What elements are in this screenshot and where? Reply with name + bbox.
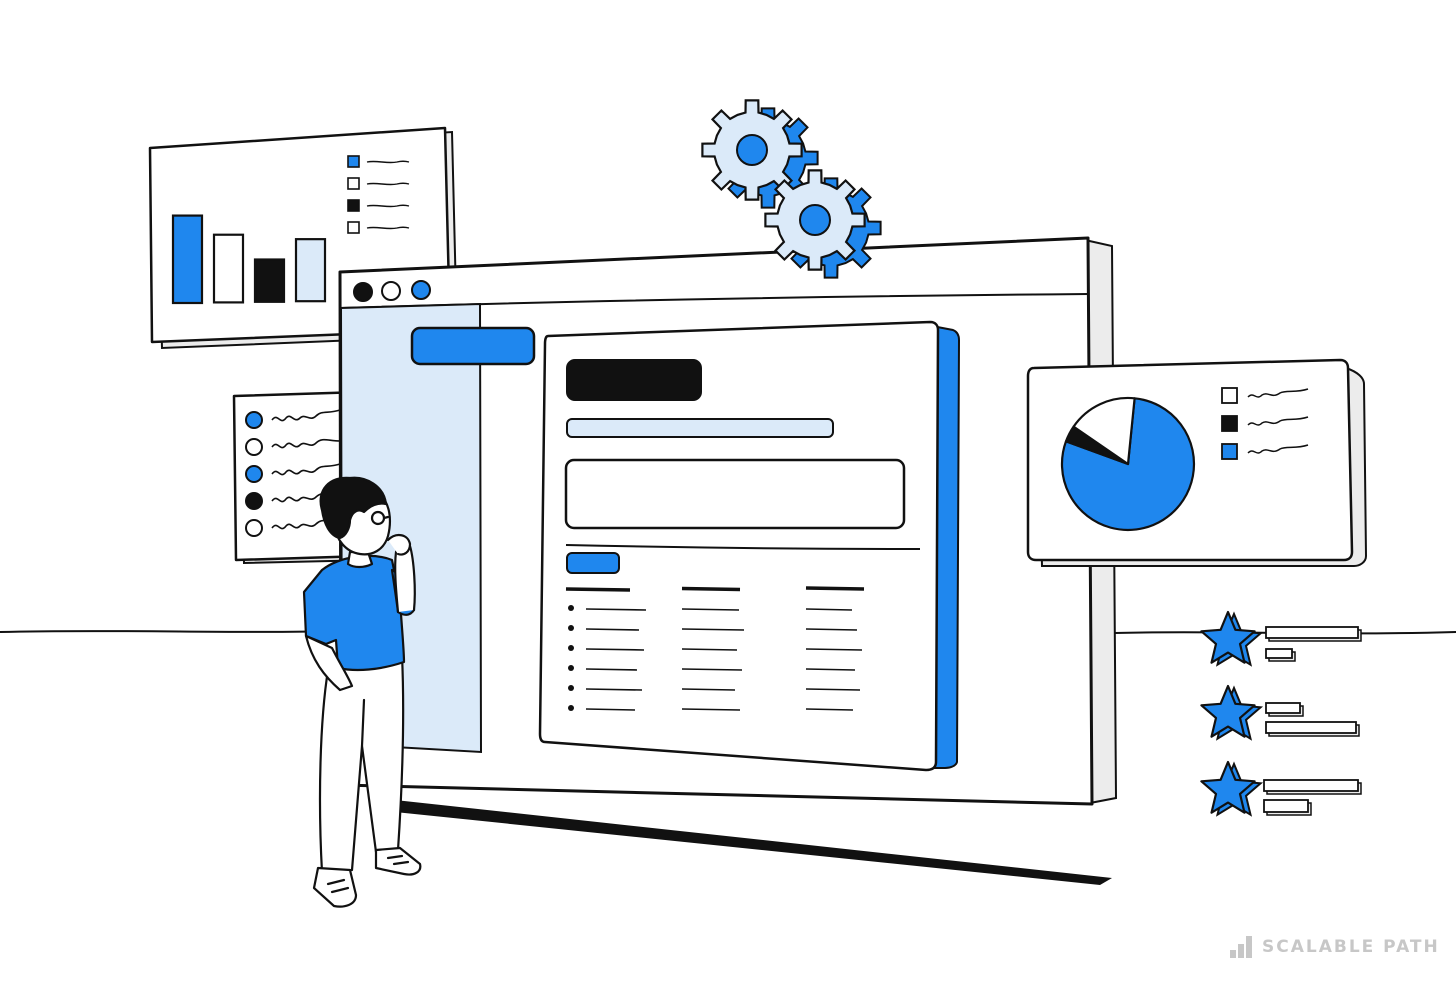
table-cell-line-r2-c1 (585, 628, 640, 631)
pie-chart-legend (1221, 387, 1309, 460)
radio-option-label-line-2 (271, 438, 341, 449)
table-cell-line-r6-c2 (681, 708, 741, 711)
window-floor-shadow (395, 800, 1112, 885)
table-cell-line-r3-c2 (681, 648, 738, 651)
sidebar-primary-button[interactable] (410, 326, 536, 366)
table-cell-line-r1-c2 (681, 608, 740, 611)
star-icon (1200, 610, 1256, 664)
rating-row-1 (1200, 610, 1362, 667)
content-textarea[interactable] (564, 458, 906, 530)
content-subtitle-bar (566, 418, 834, 438)
table-header-1 (565, 587, 631, 592)
table-cell-line-r3-c1 (585, 648, 645, 651)
radio-option-label-line-1 (271, 409, 341, 422)
content-divider (565, 544, 921, 550)
person-shoe-left (312, 866, 358, 908)
table-row-bullet-4 (568, 665, 574, 671)
bar-4 (294, 238, 327, 303)
radio-option-3[interactable] (245, 465, 263, 483)
radio-list (245, 409, 341, 537)
rating-bar-1 (1265, 626, 1359, 639)
pie-slice-3 (1072, 396, 1136, 466)
radio-option-2[interactable] (245, 438, 263, 456)
bar-legend-swatch-2 (347, 177, 360, 190)
bar-legend-label-line-3 (366, 204, 410, 208)
table-cell-line-r5-c3 (805, 688, 861, 691)
person-figure (302, 476, 422, 908)
table-row-bullet-3 (568, 645, 574, 651)
bar-legend-swatch-3 (347, 199, 360, 212)
rating-row-3 (1200, 760, 1362, 817)
main-browser-window (338, 236, 1118, 806)
table-row-bullet-6 (568, 705, 574, 711)
pie-legend-label-line-1 (1247, 388, 1309, 398)
table-header-2 (681, 586, 741, 592)
table-cell-line-r3-c3 (805, 648, 863, 651)
table-cell-line-r4-c1 (585, 668, 638, 671)
pie-legend-swatch-2 (1221, 415, 1238, 432)
table-row-bullet-1 (568, 605, 574, 611)
ratings-list (1200, 610, 1362, 817)
pie-legend-label-line-3 (1247, 444, 1309, 454)
bar-legend-label-line-4 (366, 226, 410, 230)
rating-bar-2 (1265, 648, 1293, 659)
bar-legend-swatch-4 (347, 221, 360, 234)
star-icon (1200, 684, 1256, 738)
pie-legend-label-line-2 (1247, 416, 1309, 426)
rating-bar-1 (1263, 779, 1359, 792)
bar-legend-swatch-1 (347, 155, 360, 168)
pie-chart-card (1026, 358, 1368, 567)
star-icon (1200, 760, 1256, 814)
bar-steps-logo-icon (1230, 936, 1252, 958)
minimize-dot-icon[interactable] (381, 281, 401, 301)
table-cell-line-r4-c2 (681, 668, 743, 671)
bar-chart (171, 214, 327, 305)
table-cell-line-r4-c3 (805, 668, 856, 671)
content-small-button[interactable] (566, 552, 620, 574)
gear-icon (764, 169, 882, 279)
person-shoe-right (374, 846, 422, 876)
radio-option-5[interactable] (245, 519, 263, 537)
table-cell-line-r2-c2 (681, 628, 745, 631)
radio-option-4[interactable] (245, 492, 263, 510)
brand-logo: SCALABLE PATH (1230, 936, 1440, 958)
gear-icon (701, 99, 819, 209)
maximize-dot-icon[interactable] (411, 280, 431, 300)
radio-option-label-line-3 (271, 463, 341, 476)
bar-legend-label-line-2 (366, 182, 410, 186)
rating-bar-2 (1263, 799, 1309, 813)
table-header-3 (805, 586, 865, 591)
table-cell-line-r5-c2 (681, 688, 736, 691)
bar-chart-legend (347, 155, 410, 234)
content-table (565, 586, 865, 711)
table-cell-line-r6-c1 (585, 708, 636, 711)
bar-2 (212, 233, 245, 304)
radio-option-label-line-5 (271, 517, 341, 530)
bar-legend-label-line-1 (366, 160, 410, 164)
rating-bar-1 (1265, 702, 1301, 714)
table-row-bullet-5 (568, 685, 574, 691)
table-cell-line-r5-c1 (585, 688, 643, 691)
pie-legend-swatch-3 (1221, 443, 1238, 460)
person-pants (318, 653, 405, 874)
bar-1 (171, 214, 204, 305)
person-arm-left (304, 634, 354, 692)
rating-bar-2 (1265, 721, 1357, 734)
person-hair (319, 476, 388, 540)
content-title-block (566, 359, 702, 401)
radio-option-1[interactable] (245, 411, 263, 429)
close-dot-icon[interactable] (353, 282, 373, 302)
rating-row-2 (1200, 684, 1360, 741)
pie-chart (1060, 396, 1196, 532)
table-cell-line-r2-c3 (805, 628, 858, 631)
gears (701, 99, 882, 279)
bar-3 (253, 258, 286, 303)
table-cell-line-r1-c3 (805, 608, 853, 611)
table-row-bullet-2 (568, 625, 574, 631)
brand-name: SCALABLE PATH (1262, 937, 1440, 957)
pie-legend-swatch-1 (1221, 387, 1238, 404)
table-cell-line-r1-c1 (585, 608, 647, 611)
table-cell-line-r6-c3 (805, 708, 854, 711)
